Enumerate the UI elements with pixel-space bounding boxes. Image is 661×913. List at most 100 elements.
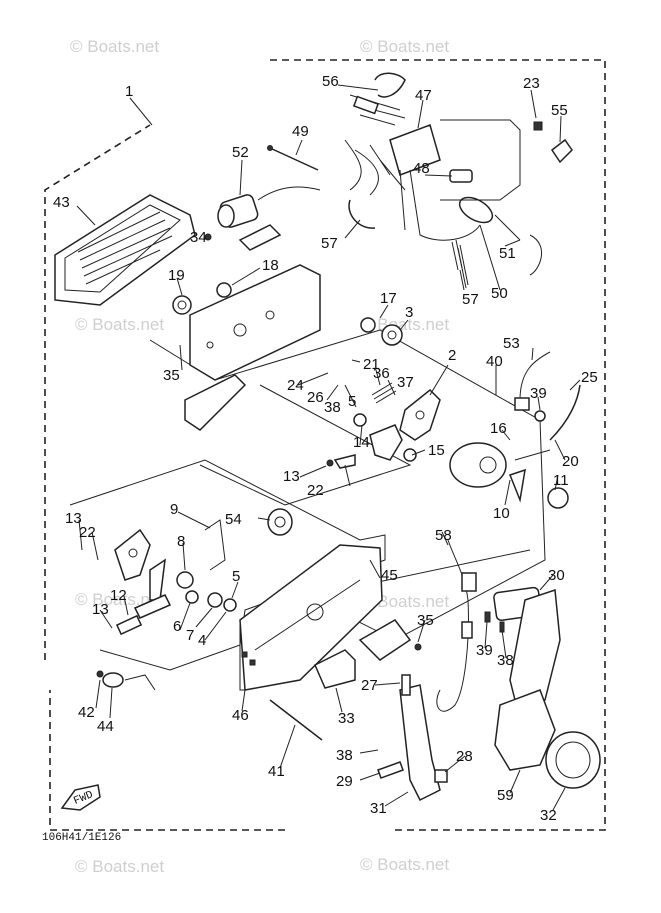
callout: 42 <box>78 704 95 721</box>
callout: 38 <box>324 399 341 416</box>
shaft <box>514 449 551 461</box>
callout: 7 <box>186 627 194 644</box>
callout: 2 <box>448 347 456 364</box>
control-housing <box>239 544 383 691</box>
subgroup-outline <box>69 459 386 671</box>
main-plate <box>184 264 321 431</box>
callout: 19 <box>168 267 185 284</box>
cover-plate <box>54 194 196 306</box>
callout: 38 <box>497 652 514 669</box>
callouts: 1 2 3 4 5 5 6 7 8 9 10 11 12 13 13 13 14… <box>53 73 598 824</box>
callout: 59 <box>497 787 514 804</box>
callout: 14 <box>353 434 370 451</box>
subgroup-outline <box>199 384 412 506</box>
gear-segment <box>358 619 412 661</box>
callout: 50 <box>491 285 508 302</box>
callout: 34 <box>190 229 207 246</box>
screw-34 <box>204 233 212 241</box>
callout: 44 <box>97 718 114 735</box>
bracket-33 <box>314 649 356 689</box>
callout: 25 <box>581 369 598 386</box>
callout: 26 <box>307 389 324 406</box>
callout: 37 <box>397 374 414 391</box>
pin-12 <box>115 614 143 636</box>
coil-55 <box>267 508 293 536</box>
callout: 57 <box>462 291 479 308</box>
bracket-23 <box>533 121 543 131</box>
bolt-42 <box>269 699 323 741</box>
callout: 18 <box>262 257 279 274</box>
callout: 1 <box>125 83 133 100</box>
watermark: © Boats.net <box>360 855 449 874</box>
handle-body-60 <box>494 689 556 771</box>
callout: 8 <box>177 533 185 550</box>
watermark: © Boats.net <box>75 857 164 876</box>
diagram-code: 106H41/1E126 <box>42 832 121 844</box>
callout: 49 <box>292 123 309 140</box>
callout: 13 <box>65 510 82 527</box>
assembly-boundary <box>44 59 606 831</box>
callout: 57 <box>321 235 338 252</box>
bushing-10 <box>547 487 569 509</box>
arm-31 <box>399 684 441 802</box>
callout: 52 <box>232 144 249 161</box>
callout: 11 <box>553 472 569 489</box>
callout: 15 <box>428 442 445 459</box>
callout: 45 <box>381 567 398 584</box>
callout: 40 <box>486 353 503 370</box>
connector-59 <box>461 572 477 592</box>
callout: 20 <box>562 453 579 470</box>
callout: 41 <box>268 763 285 780</box>
wire-54 <box>519 351 551 401</box>
wiring-harness <box>344 94 481 241</box>
callout: 4 <box>198 632 206 649</box>
grommet-19 <box>172 295 192 315</box>
fwd-arrow: FWD <box>60 784 101 811</box>
pin-12-shaft <box>133 594 172 619</box>
spring-36 <box>371 382 397 404</box>
cable-59 <box>436 539 469 712</box>
callout: 51 <box>499 245 516 262</box>
handle-30 <box>493 586 561 722</box>
washer-3 <box>381 324 403 346</box>
callout: 54 <box>225 511 242 528</box>
callout: 38 <box>336 747 353 764</box>
rod-25 <box>549 384 581 441</box>
callout: 24 <box>287 377 304 394</box>
callout: 47 <box>415 87 432 104</box>
callout: 32 <box>540 807 557 824</box>
lever-22 <box>114 528 151 581</box>
callout: 22 <box>307 482 324 499</box>
callout: 21 <box>363 356 380 373</box>
link-9b <box>204 519 226 571</box>
callout: 31 <box>370 800 387 817</box>
bolt-40 <box>484 611 491 623</box>
callout: 39 <box>530 385 547 402</box>
leader-lines <box>76 84 581 811</box>
main-switch <box>217 186 321 251</box>
sensor-group <box>449 169 542 289</box>
washer-17 <box>360 317 376 333</box>
callout: 16 <box>490 420 507 437</box>
clip-57 <box>348 199 376 229</box>
callout: 29 <box>336 773 353 790</box>
spring-58 <box>451 239 463 271</box>
callout: 39 <box>476 642 493 659</box>
callout: 48 <box>413 160 430 177</box>
lever-14 <box>369 424 403 461</box>
bracket-56 <box>550 138 573 164</box>
watermark: © Boats.net <box>75 315 164 334</box>
callout: 3 <box>405 304 413 321</box>
watermark: © Boats.net <box>70 37 159 56</box>
callout: 10 <box>493 505 510 522</box>
callout: 43 <box>53 194 70 211</box>
callout: 13 <box>283 468 300 485</box>
callout: 46 <box>232 707 249 724</box>
friction-plate <box>449 442 507 488</box>
callout: 56 <box>322 73 339 90</box>
callout: 5 <box>232 568 240 585</box>
screw-43 <box>96 670 104 678</box>
throttle-arm <box>399 388 441 441</box>
rod-50 <box>267 145 319 171</box>
